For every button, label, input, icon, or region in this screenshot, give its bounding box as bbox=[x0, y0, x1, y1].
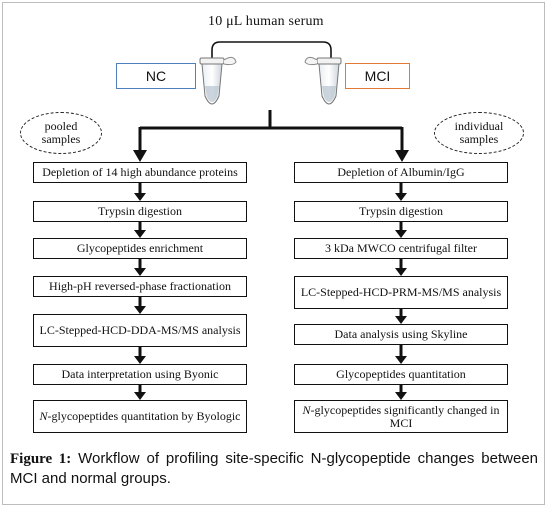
left-step-byonic: Data interpretation using Byonic bbox=[33, 364, 247, 385]
right-step-text: Depletion of Albumin/IgG bbox=[337, 165, 465, 179]
right-step-text: LC-Stepped-HCD-PRM-MS/MS analysis bbox=[300, 285, 502, 299]
pooled-label-line1: pooled bbox=[44, 119, 78, 133]
left-step-quantitation: N-glycopeptides quantitation by Byologic bbox=[33, 400, 247, 433]
left-step-text: Glycopeptides enrichment bbox=[76, 241, 204, 255]
left-step-trypsin: Trypsin digestion bbox=[33, 201, 247, 222]
right-step-text: 3 kDa MWCO centrifugal filter bbox=[325, 241, 477, 255]
step-arrow-head bbox=[395, 316, 407, 324]
right-step-depletion: Depletion of Albumin/IgG bbox=[294, 162, 508, 183]
left-step-text: High-pH reversed-phase fractionation bbox=[49, 279, 231, 293]
serum-bracket bbox=[211, 41, 332, 62]
right-step-prm: LC-Stepped-HCD-PRM-MS/MS analysis bbox=[294, 276, 508, 309]
left-step-depletion: Depletion of 14 high abundance proteins bbox=[33, 162, 247, 183]
right-step-trypsin: Trypsin digestion bbox=[294, 201, 508, 222]
step-arrow-head bbox=[134, 230, 146, 238]
individual-label-line1: individual bbox=[454, 119, 504, 133]
right-step-skyline: Data analysis using Skyline bbox=[294, 324, 508, 345]
italic-n: N bbox=[39, 409, 48, 423]
right-step-text: Data analysis using Skyline bbox=[334, 327, 468, 341]
right-step-glyco-quant: Glycopeptides quantitation bbox=[294, 364, 508, 385]
step-arrow-head bbox=[395, 356, 407, 364]
left-step-text: -glycopeptides quantitation by Byologic bbox=[47, 409, 241, 423]
caption-text: Workflow of profiling site-specific N-gl… bbox=[10, 450, 539, 487]
nc-group-box: NC bbox=[116, 63, 196, 89]
italic-n: N bbox=[302, 402, 311, 417]
left-step-enrichment: Glycopeptides enrichment bbox=[33, 238, 247, 259]
right-step-changed: N-glycopeptides significantly changed in… bbox=[294, 400, 508, 433]
mci-group-box: MCI bbox=[345, 63, 410, 89]
left-step-text: LC-Stepped-HCD-DDA-MS/MS analysis bbox=[39, 323, 241, 337]
microtube-icon bbox=[199, 56, 237, 105]
step-arrow-head bbox=[395, 193, 407, 201]
caption-label: Figure 1: bbox=[10, 451, 72, 467]
figure-frame bbox=[2, 2, 545, 505]
step-arrow-head bbox=[134, 306, 146, 314]
right-step-filter: 3 kDa MWCO centrifugal filter bbox=[294, 238, 508, 259]
left-step-fractionation: High-pH reversed-phase fractionation bbox=[33, 276, 247, 297]
left-step-lcms: LC-Stepped-HCD-DDA-MS/MS analysis bbox=[33, 314, 247, 347]
figure-caption: Figure 1: Workflow of profiling site-spe… bbox=[10, 449, 538, 488]
step-arrow-head bbox=[134, 193, 146, 201]
step-arrow-head bbox=[134, 392, 146, 400]
step-arrow-head bbox=[134, 356, 146, 364]
right-step-text: Glycopeptides quantitation bbox=[336, 367, 466, 381]
left-step-text: Trypsin digestion bbox=[98, 204, 182, 218]
step-arrow-head bbox=[395, 230, 407, 238]
pooled-label-line2: samples bbox=[41, 132, 81, 146]
individual-samples-ellipse: individual samples bbox=[434, 112, 524, 154]
left-step-text: Data interpretation using Byonic bbox=[61, 367, 219, 381]
right-step-text: -glycopeptides significantly changed in … bbox=[310, 402, 500, 430]
step-arrow-head bbox=[395, 392, 407, 400]
individual-label-line2: samples bbox=[459, 132, 499, 146]
step-arrow-head bbox=[395, 268, 407, 276]
step-arrow-head bbox=[134, 268, 146, 276]
pooled-samples-ellipse: pooled samples bbox=[20, 112, 102, 154]
nc-group-label: NC bbox=[145, 68, 167, 84]
right-step-text: Trypsin digestion bbox=[359, 204, 443, 218]
microtube-icon bbox=[304, 56, 342, 105]
mci-group-label: MCI bbox=[364, 68, 391, 84]
sample-volume-label: 10 μL human serum bbox=[208, 14, 324, 29]
left-step-text: Depletion of 14 high abundance proteins bbox=[42, 165, 238, 179]
